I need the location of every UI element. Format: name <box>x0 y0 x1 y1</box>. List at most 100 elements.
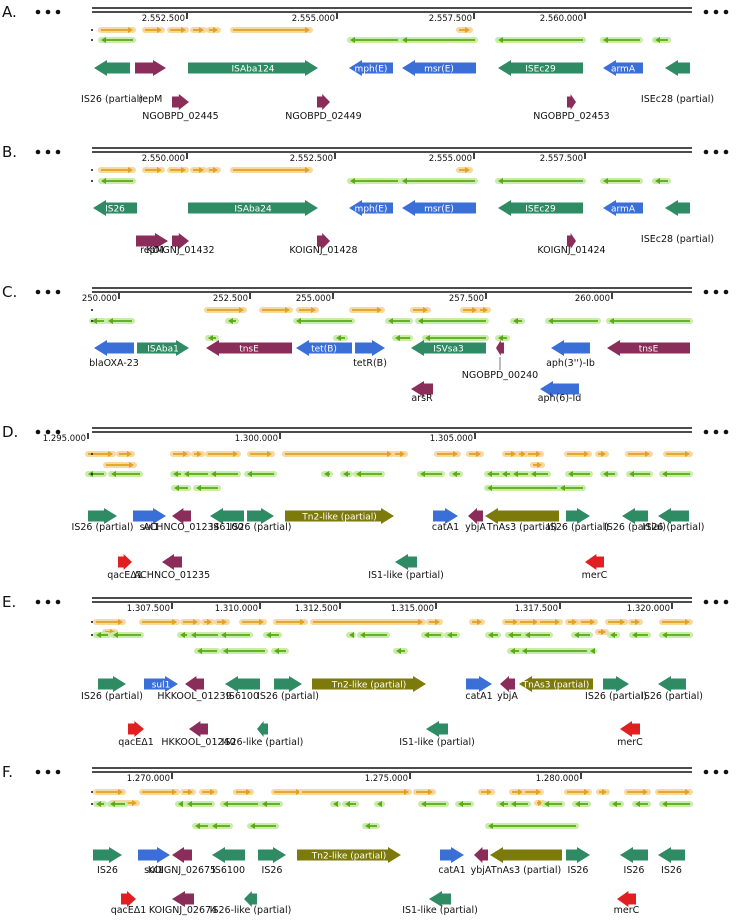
orf-forward <box>98 27 136 33</box>
orf-reverse <box>510 318 525 324</box>
gene-arrow <box>136 233 168 249</box>
gene-label: NGOBPD_00240 <box>462 370 538 381</box>
gene-arrow <box>172 847 192 863</box>
orf-reverse <box>347 178 401 184</box>
tick-label: 1.315.000 <box>391 604 434 614</box>
orf-forward <box>477 307 491 313</box>
orf-forward <box>413 789 436 795</box>
gene-arrow <box>603 200 643 216</box>
gene-label: IS26-like (partial) <box>222 737 304 748</box>
genome-backbone <box>92 287 692 293</box>
gene-arrow <box>395 554 417 570</box>
tick-label: 1.312.500 <box>295 604 338 614</box>
tick-label: 1.275.000 <box>365 774 408 784</box>
orf-reverse <box>85 471 107 477</box>
orf-reverse <box>393 648 408 654</box>
gene-arrow <box>257 721 268 737</box>
tick-label: 2.555.000 <box>292 14 335 24</box>
gene-label: KOIGNJ_01432 <box>146 245 214 256</box>
orf-reverse <box>263 632 282 638</box>
gene-arrow <box>247 508 274 524</box>
gene-arrow <box>429 891 451 907</box>
tick-label: 1.307.500 <box>127 604 170 614</box>
panel-letter: B. <box>2 143 17 161</box>
tick-label: 1.320.000 <box>627 604 670 614</box>
orf-reverse <box>659 801 693 807</box>
orf-forward <box>170 451 191 457</box>
orf-forward <box>116 451 135 457</box>
orf-reverse <box>347 37 401 43</box>
orf-reverse <box>208 471 241 477</box>
ellipsis-left <box>35 429 61 435</box>
ellipsis-left <box>35 769 61 775</box>
tick-label: 2.557.500 <box>429 14 472 24</box>
gene-label: sul1 <box>140 522 160 533</box>
orf-forward <box>282 451 395 457</box>
gene-arrow <box>665 200 690 216</box>
gene-arrow <box>162 554 182 570</box>
gene-label: KOIGNJ_01428 <box>289 245 357 256</box>
gene-arrow <box>118 554 132 570</box>
gene-label: ybjA <box>471 865 492 876</box>
gene-arrow <box>185 676 204 692</box>
orf-forward <box>502 451 519 457</box>
gene-arrow <box>440 847 464 863</box>
orf-reverse <box>259 801 283 807</box>
tick-label: 255.000 <box>296 294 331 304</box>
gene-label: IS26 (partial) <box>81 94 143 105</box>
gene-label: merC <box>617 737 643 748</box>
orf-forward <box>502 619 521 625</box>
orf-reverse <box>171 485 191 491</box>
gene-arrow <box>468 508 483 524</box>
gene-arrow <box>402 200 476 216</box>
gene-arrow <box>144 676 178 692</box>
tick-label: 252.500 <box>213 294 248 304</box>
orf-reverse <box>519 648 593 654</box>
gene-arrow <box>466 676 492 692</box>
orf-forward <box>537 619 563 625</box>
gene-label: ACHNCO_01235 <box>134 570 210 581</box>
orf-forward <box>663 451 693 457</box>
gene-arrow <box>567 233 576 249</box>
gene-label: ISVsa3 <box>433 345 463 355</box>
gene-label: NGOBPD_02453 <box>533 111 609 122</box>
orf-forward <box>564 451 592 457</box>
orf-reverse <box>244 471 277 477</box>
orf-reverse <box>218 632 253 638</box>
orf-reverse <box>225 318 239 324</box>
orf-reverse <box>422 335 489 341</box>
ellipsis-left <box>35 599 61 605</box>
orf-forward <box>466 451 484 457</box>
orf-reverse <box>606 318 693 324</box>
gene-label: IS26 (partial) <box>81 691 143 702</box>
ellipsis-right <box>703 149 729 155</box>
orf-reverse <box>499 471 514 477</box>
orf-reverse <box>98 37 136 43</box>
orf-forward <box>205 451 241 457</box>
gene-arrow <box>566 508 590 524</box>
genome-backbone <box>92 597 692 603</box>
orf-reverse <box>652 178 671 184</box>
gene-label: NGOBPD_02445 <box>142 111 218 122</box>
orf-forward <box>469 619 485 625</box>
orf-forward <box>239 619 267 625</box>
gene-label: HKKOOL_01240 <box>161 737 235 748</box>
orf-forward <box>167 167 189 173</box>
gene-label: HKKOOL_01239 <box>157 691 231 702</box>
orf-reverse <box>629 632 651 638</box>
orf-forward <box>93 789 126 795</box>
tick-label: 250.000 <box>82 294 117 304</box>
orf-forward <box>392 451 408 457</box>
gene-label: TnAs3 (partial) <box>490 865 561 876</box>
orf-reverse <box>565 471 593 477</box>
gene-label: ISAba124 <box>231 65 274 75</box>
gene-arrow <box>603 676 629 692</box>
gene-label: Tn2-like (partial) <box>311 852 386 862</box>
orf-reverse <box>107 801 128 807</box>
orf-forward <box>139 619 180 625</box>
gene-arrow <box>93 200 137 216</box>
orf-forward <box>259 307 293 313</box>
orf-forward <box>655 789 693 795</box>
orf-forward <box>456 167 473 173</box>
orf-reverse <box>485 632 501 638</box>
